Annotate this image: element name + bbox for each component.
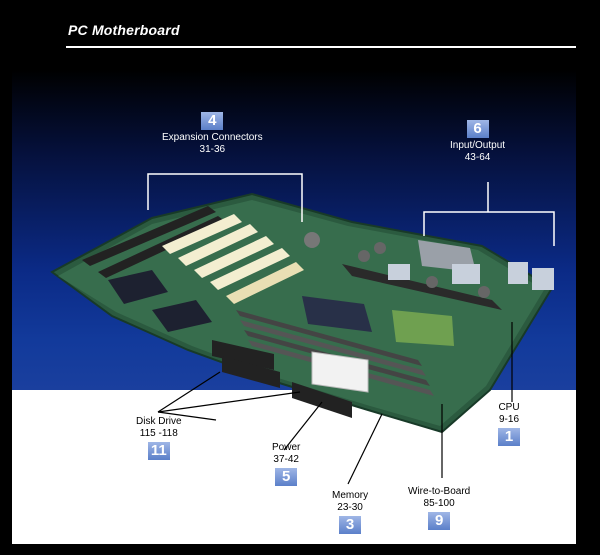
callout-cpu: CPU 9-16 1 <box>498 402 520 446</box>
callout-range: 23-30 <box>337 502 363 513</box>
callout-number-badge: 5 <box>275 468 298 486</box>
diagram-frame: PC Motherboard <box>12 10 576 544</box>
disk-connectors <box>212 340 352 418</box>
callout-number-badge: 6 <box>466 120 489 138</box>
callout-number-badge: 3 <box>339 516 362 534</box>
io-connectors <box>304 232 554 298</box>
motherboard-illustration <box>50 173 555 485</box>
page-title: PC Motherboard <box>68 22 180 38</box>
callout-range: 115 -118 <box>139 428 178 439</box>
power-connector <box>311 351 369 393</box>
leader-lines <box>147 173 555 246</box>
callout-label: Power <box>272 442 301 453</box>
callout-input-output: 6 Input/Output 43-64 <box>450 120 505 164</box>
cpu-socket <box>342 264 502 346</box>
expansion-slots <box>82 206 304 304</box>
callout-range: 37-42 <box>273 454 299 465</box>
callout-disk-drive: Disk Drive 115 -118 11 <box>136 416 182 460</box>
chips <box>108 240 476 332</box>
callout-range: 43-64 <box>464 152 491 163</box>
callout-range: 85-100 <box>423 498 455 509</box>
title-rule <box>66 46 576 48</box>
callout-number-badge: 9 <box>428 512 451 530</box>
callout-label: Memory <box>332 490 369 501</box>
callout-label: CPU <box>498 402 520 413</box>
callout-label: Input/Output <box>450 140 506 151</box>
callout-memory: Memory 23-30 3 <box>332 490 368 534</box>
callout-number-badge: 4 <box>201 112 224 130</box>
callout-power: Power 37-42 5 <box>272 442 300 486</box>
leader-lines-dark <box>157 322 513 485</box>
callout-expansion-connectors: 4 Expansion Connectors 31-36 <box>162 112 263 156</box>
callout-number-badge: 11 <box>147 442 170 460</box>
callout-range: 31-36 <box>199 144 226 155</box>
callout-label: Disk Drive <box>136 416 182 427</box>
callout-wire-to-board: Wire-to-Board 85-100 9 <box>408 486 470 530</box>
callout-number-badge: 1 <box>498 428 520 446</box>
callout-label: Expansion Connectors <box>162 132 263 143</box>
callout-label: Wire-to-Board <box>408 486 471 497</box>
callout-range: 9-16 <box>498 414 519 425</box>
